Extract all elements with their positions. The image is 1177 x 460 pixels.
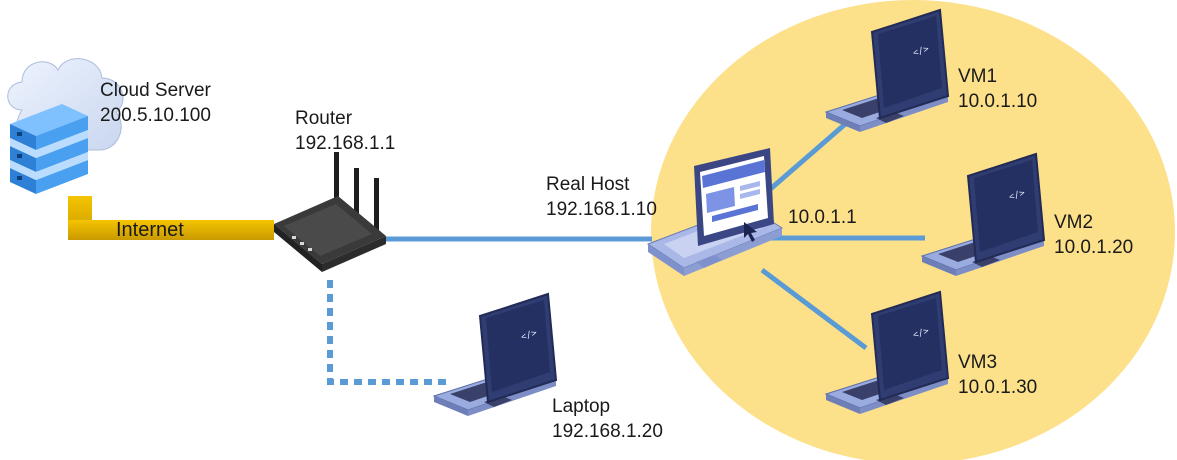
cloud-server-label: Cloud Server 200.5.10.100 [100,78,211,128]
host-laptop-icon [646,148,784,276]
cloud-server-icon [7,58,124,194]
laptop-name: Laptop [552,396,611,417]
virtual-network-area [651,0,1175,460]
vm1-label: VM1 10.0.1.10 [958,64,1037,114]
host-vm3-link [760,268,868,350]
laptop-ip: 192.168.1.20 [552,421,663,442]
vm2-label: VM2 10.0.1.20 [1054,210,1133,260]
real-host-label: Real Host 192.168.1.10 [546,172,657,222]
real-host-name: Real Host [546,174,630,195]
internet-label: Internet [116,219,184,241]
router-ip: 192.168.1.1 [295,133,396,154]
vm3-label: VM3 10.0.1.30 [958,350,1037,400]
router-icon [274,152,386,272]
router-name: Router [295,108,353,129]
router-laptop-link [327,280,446,385]
vm1-name: VM1 [958,66,998,87]
internet-link [68,196,274,240]
vm1-ip: 10.0.1.10 [958,91,1038,112]
cloud-server-name: Cloud Server [100,80,211,101]
host-internal-ip: 10.0.1.1 [788,207,857,228]
router-label: Router 192.168.1.1 [295,106,395,156]
laptop-icon [433,293,557,417]
real-host-ip: 192.168.1.10 [546,199,657,220]
laptop-label: Laptop 192.168.1.20 [552,394,663,444]
cloud-server-ip: 200.5.10.100 [100,105,211,126]
vm2-name: VM2 [1054,212,1094,233]
vm3-name: VM3 [958,352,998,373]
vm3-ip: 10.0.1.30 [958,377,1038,398]
vm2-ip: 10.0.1.20 [1054,237,1134,258]
